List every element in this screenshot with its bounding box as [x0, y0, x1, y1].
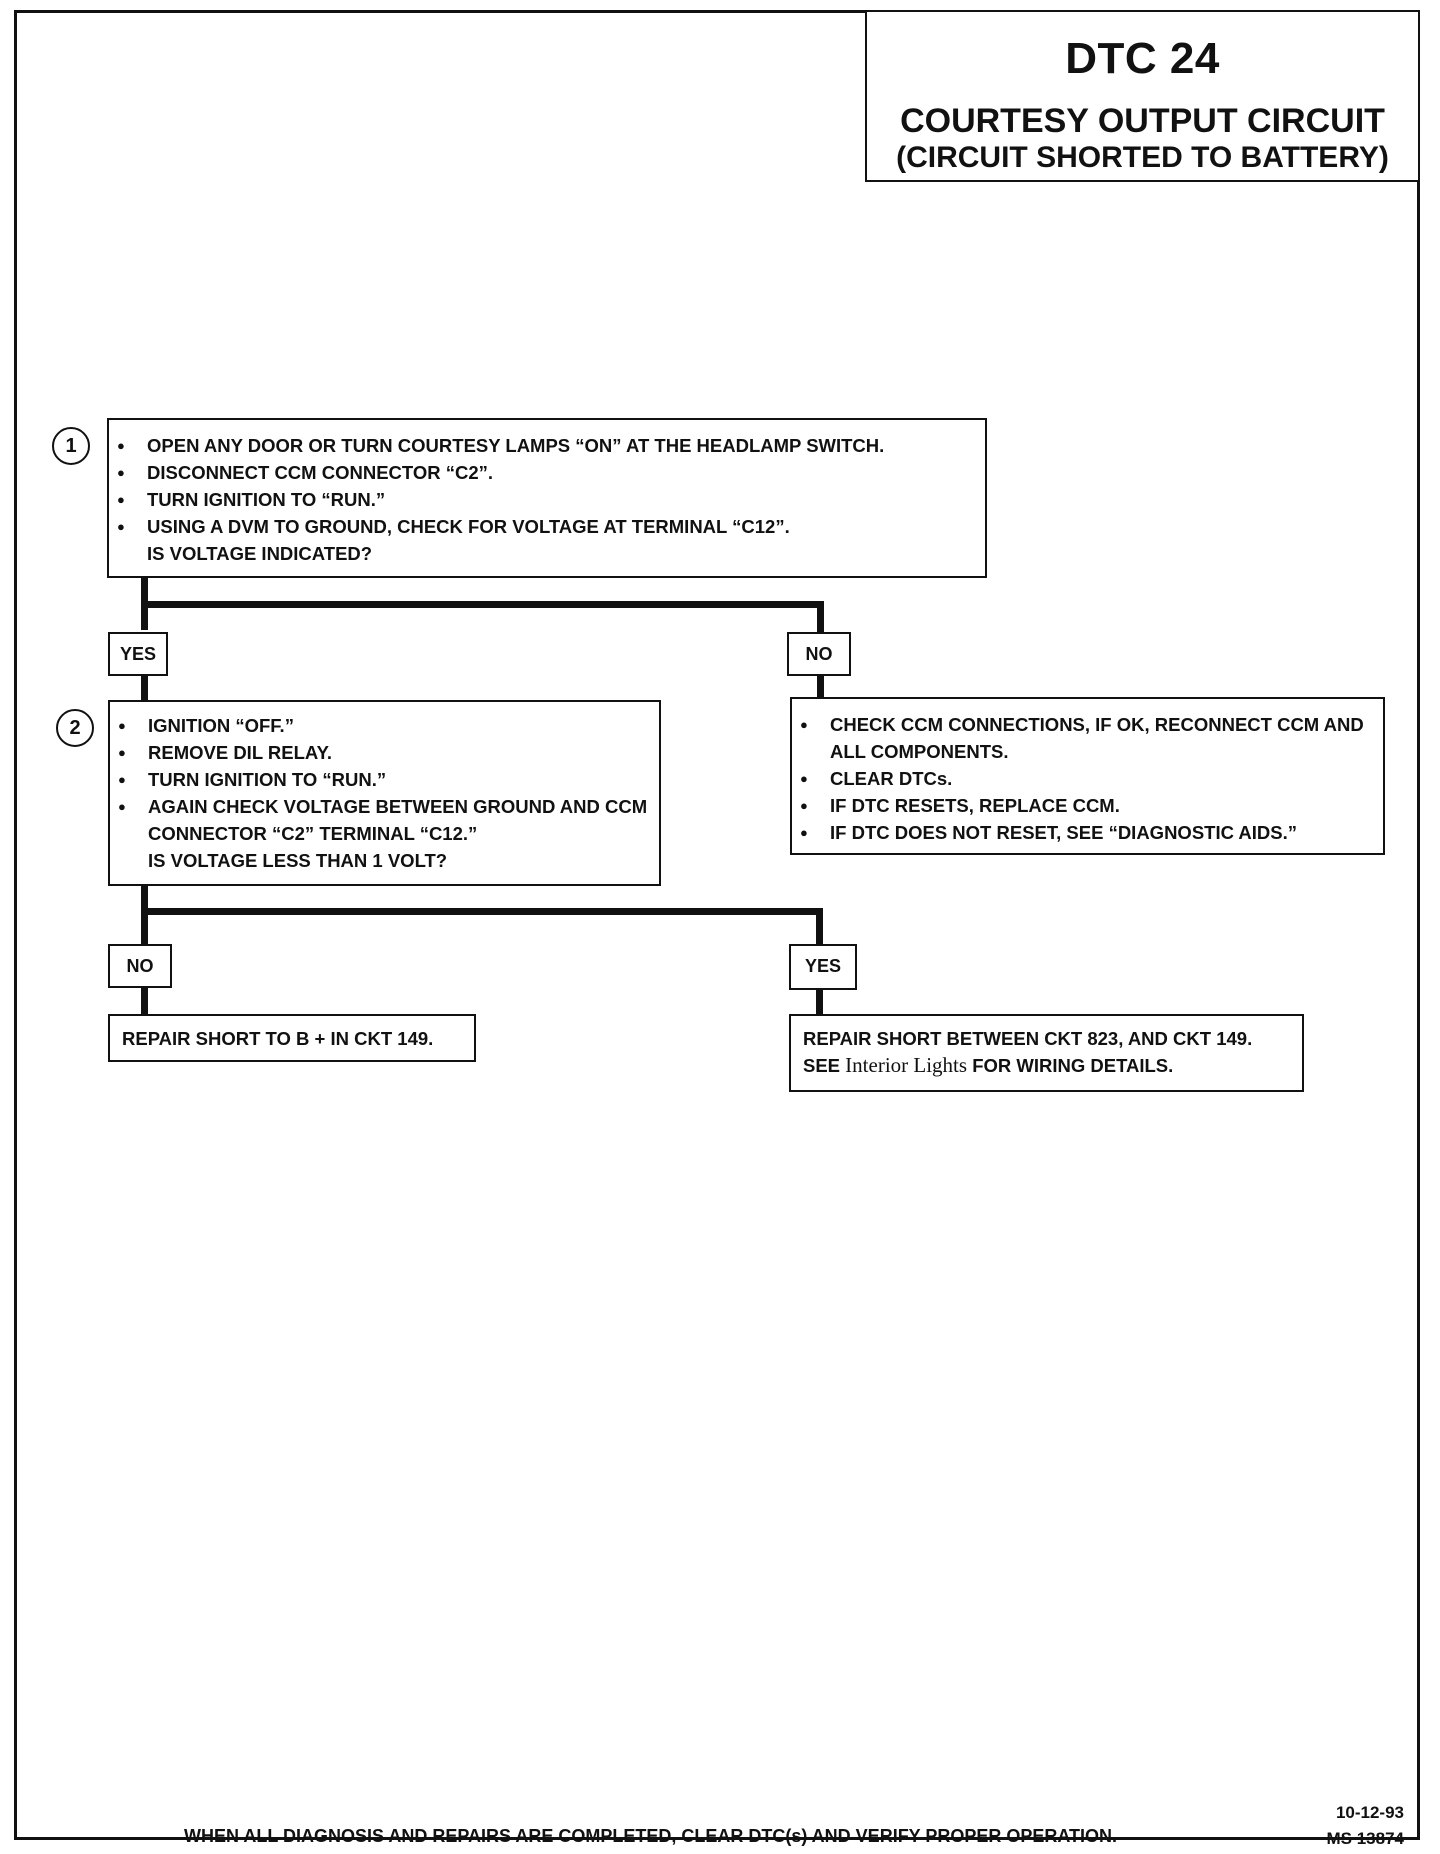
step-1-list: OPEN ANY DOOR OR TURN COURTESY LAMPS “ON…	[109, 432, 985, 540]
step-2-question: IS VOLTAGE LESS THAN 1 VOLT?	[148, 850, 448, 871]
connector-line	[141, 676, 148, 700]
no-label-1: NO	[787, 632, 851, 676]
footer-note: WHEN ALL DIAGNOSIS AND REPAIRS ARE COMPL…	[184, 1826, 1118, 1846]
step-2-box: IGNITION “OFF.” REMOVE DIL RELAY. TURN I…	[108, 700, 661, 886]
wiring-details-label: FOR WIRING DETAILS.	[972, 1055, 1174, 1076]
yes-result-2-line1: REPAIR SHORT BETWEEN CKT 823, AND CKT 14…	[803, 1028, 1253, 1049]
step-1-question: IS VOLTAGE INDICATED?	[147, 543, 373, 564]
no-label-2: NO	[108, 944, 172, 988]
step-1-box: OPEN ANY DOOR OR TURN COURTESY LAMPS “ON…	[107, 418, 987, 578]
connector-line	[816, 908, 823, 946]
circuit-title: COURTESY OUTPUT CIRCUIT	[900, 102, 1385, 140]
title-block: DTC 24 COURTESY OUTPUT CIRCUIT (CIRCUIT …	[865, 10, 1420, 182]
no-result-1-list: CHECK CCM CONNECTIONS, IF OK, RECONNECT …	[792, 711, 1383, 846]
no-result-1-bullet: IF DTC RESETS, REPLACE CCM.	[792, 792, 1383, 819]
document-reference: 10-12-93 MS 13874	[1327, 1800, 1405, 1852]
yes-result-2-box: REPAIR SHORT BETWEEN CKT 823, AND CKT 14…	[789, 1014, 1304, 1092]
no-result-1-bullet: CLEAR DTCs.	[792, 765, 1383, 792]
circuit-subtitle: (CIRCUIT SHORTED TO BATTERY)	[896, 141, 1389, 174]
step-2-bullet: IGNITION “OFF.”	[110, 712, 659, 739]
no-result-1-bullet: IF DTC DOES NOT RESET, SEE “DIAGNOSTIC A…	[792, 819, 1383, 846]
interior-lights-reference[interactable]: Interior Lights	[845, 1053, 968, 1077]
step-1-bullet: USING A DVM TO GROUND, CHECK FOR VOLTAGE…	[109, 513, 985, 540]
dtc-code: DTC 24	[1065, 34, 1220, 83]
no-result-2-text: REPAIR SHORT TO B + IN CKT 149.	[122, 1028, 434, 1049]
step-1-bullet: OPEN ANY DOOR OR TURN COURTESY LAMPS “ON…	[109, 432, 985, 459]
step-2-bullet: REMOVE DIL RELAY.	[110, 739, 659, 766]
connector-line	[141, 988, 148, 1014]
step-1-bullet: DISCONNECT CCM CONNECTOR “C2”.	[109, 459, 985, 486]
no-result-1-box: CHECK CCM CONNECTIONS, IF OK, RECONNECT …	[790, 697, 1385, 855]
document-id: MS 13874	[1326, 1829, 1405, 1848]
connector-line	[141, 601, 824, 608]
step-2-bullet: TURN IGNITION TO “RUN.”	[110, 766, 659, 793]
step-1-bullet: TURN IGNITION TO “RUN.”	[109, 486, 985, 513]
connector-line	[141, 886, 148, 946]
step-2-number: 2	[56, 709, 94, 747]
no-result-2-box: REPAIR SHORT TO B + IN CKT 149.	[108, 1014, 476, 1062]
connector-line	[141, 908, 823, 915]
connector-line	[817, 601, 824, 633]
no-result-1-bullet: CHECK CCM CONNECTIONS, IF OK, RECONNECT …	[792, 711, 1383, 765]
connector-line	[816, 990, 823, 1014]
yes-label-2: YES	[789, 944, 857, 990]
page-frame	[14, 10, 1420, 1840]
step-1-number: 1	[52, 427, 90, 465]
step-2-bullet: AGAIN CHECK VOLTAGE BETWEEN GROUND AND C…	[110, 793, 659, 847]
yes-label-1: YES	[108, 632, 168, 676]
step-2-list: IGNITION “OFF.” REMOVE DIL RELAY. TURN I…	[110, 712, 659, 847]
connector-line	[817, 676, 824, 700]
see-label: SEE	[803, 1055, 841, 1076]
document-date: 10-12-93	[1335, 1803, 1404, 1822]
yes-result-2-line2: SEE Interior Lights FOR WIRING DETAILS.	[803, 1052, 1290, 1079]
